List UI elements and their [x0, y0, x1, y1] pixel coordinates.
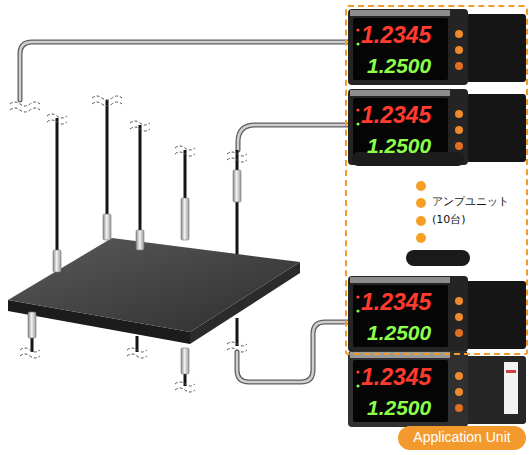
display-value: 1.2345: [361, 103, 431, 128]
plate: [8, 238, 300, 344]
display-value: 1.2345: [361, 23, 431, 48]
amplifier-body: [348, 9, 526, 427]
group-label: アンプユニット: [432, 196, 509, 208]
amplifier-unit: 1.2345 1.2500: [353, 285, 448, 347]
group-label: (10台): [432, 214, 466, 226]
break-mark: [10, 96, 247, 392]
amplifier-unit: 1.2345 1.2500: [353, 98, 448, 160]
amplifier-unit: 1.2345 1.2500: [353, 18, 448, 80]
amplifier-unit: 1.2345 1.2500: [353, 360, 448, 422]
ellipsis-dot: [416, 181, 426, 243]
display-value: 1.2500: [367, 321, 431, 344]
badge-text: Application Unit: [413, 430, 510, 445]
sensor-cable: [57, 100, 237, 256]
group-frame: アンプユニット(10台)1.23451.25001.23451.25001.23…: [345, 5, 528, 355]
display-value: 1.2500: [367, 54, 431, 77]
sensor-head: [53, 170, 241, 272]
display-value: 1.2345: [361, 290, 431, 315]
display-value: 1.2500: [367, 396, 431, 419]
display-value: 1.2500: [367, 134, 431, 157]
display-value: 1.2345: [361, 365, 431, 390]
sensor-cable: [32, 318, 237, 386]
unit-badge: Application Unit: [398, 426, 526, 450]
sensor-head: [28, 312, 189, 374]
